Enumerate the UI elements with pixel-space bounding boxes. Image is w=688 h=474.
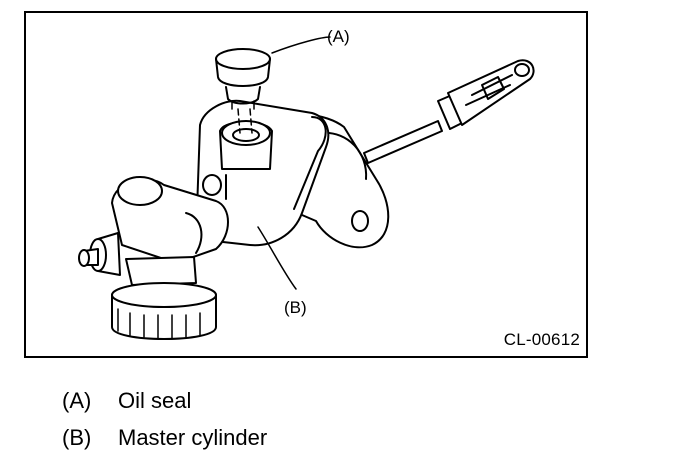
leader-lines: [257, 36, 331, 290]
cylinder-body: [195, 99, 330, 247]
legend-item: (A) Oil seal: [62, 384, 267, 421]
legend-item: (B) Master cylinder: [62, 421, 267, 458]
oil-seal: [215, 48, 271, 110]
legend-key: (B): [62, 425, 92, 450]
legend-key: (A): [62, 388, 92, 413]
callout-a-label: (A): [327, 27, 350, 46]
assembly-guides: [237, 108, 253, 134]
parts-legend: (A) Oil seal (B) Master cylinder: [62, 384, 267, 458]
legend-label: Master cylinder: [118, 425, 268, 450]
bleeder-fitting: [78, 232, 121, 276]
fluid-port: [111, 256, 217, 340]
figure-frame: (A) (B) CL-00612: [24, 11, 588, 358]
master-cylinder-drawing: [78, 36, 535, 340]
outlet-nozzle: [111, 176, 229, 264]
figure-code: CL-00612: [503, 330, 580, 349]
callout-b-label: (B): [284, 298, 307, 317]
push-rod-assembly: [363, 59, 535, 164]
legend-label: Oil seal: [118, 388, 192, 413]
